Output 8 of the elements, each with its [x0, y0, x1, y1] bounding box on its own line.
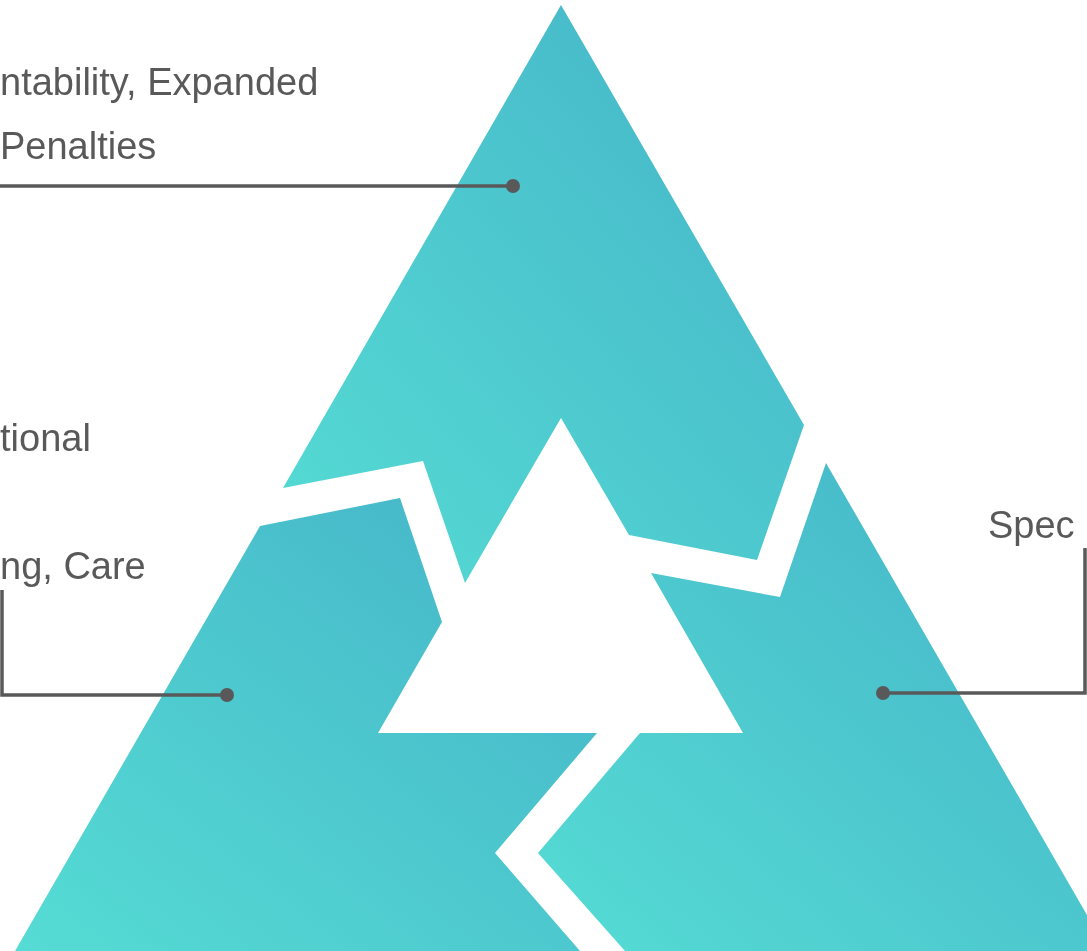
label-text: tional [0, 416, 91, 461]
leader-line [876, 548, 1087, 700]
label-text: ng, Care [0, 544, 146, 589]
label-text: ntability, Expanded Penalties [0, 60, 320, 169]
leader-line [0, 590, 234, 702]
label-text: Spec [988, 503, 1075, 548]
leader-line [0, 179, 520, 193]
triangle-segment [538, 463, 1087, 951]
